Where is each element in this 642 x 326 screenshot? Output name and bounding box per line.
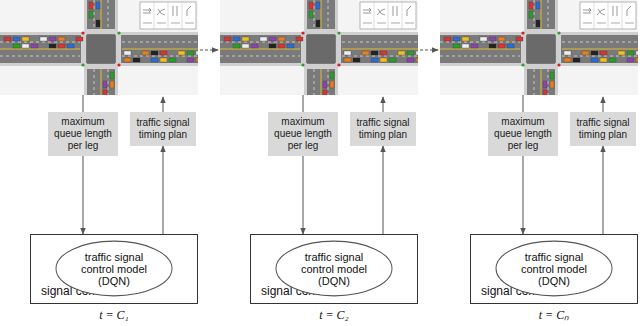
- output-label-box: traffic signal timing plan: [570, 112, 636, 146]
- input-label-box: maximum queue length per leg: [488, 112, 558, 156]
- action-line: [383, 97, 384, 112]
- time-step-arrow: [200, 50, 218, 51]
- flow-arrow: [603, 146, 604, 234]
- intersection-illustration: [440, 0, 642, 97]
- node-text: maximum queue length per leg: [272, 116, 334, 152]
- node-text: maximum queue length per leg: [492, 116, 554, 152]
- node-text: traffic signal control model (DQN): [295, 251, 373, 287]
- flow-arrow: [163, 146, 164, 234]
- observation-line: [523, 95, 524, 112]
- node-text: traffic signal timing plan: [354, 117, 412, 141]
- input-label-box: maximum queue length per leg: [268, 112, 338, 156]
- ellipse-shape: [496, 241, 612, 296]
- input-label-box: maximum queue length per leg: [48, 112, 118, 156]
- output-label-box: traffic signal timing plan: [350, 112, 416, 146]
- flow-arrow: [383, 146, 384, 234]
- node-text: traffic signal timing plan: [134, 117, 192, 141]
- model-ellipse: traffic signal control model (DQN): [495, 240, 613, 297]
- intersection-illustration: [0, 0, 203, 97]
- controller-box: signal controllertraffic signal control …: [470, 234, 638, 304]
- time-step-label: t = Cₙ: [539, 308, 569, 322]
- flow-arrow: [523, 156, 524, 234]
- observation-line: [83, 95, 84, 112]
- node-text: traffic signal control model (DQN): [75, 251, 153, 287]
- controller-box: signal controllertraffic signal control …: [30, 234, 198, 304]
- ellipse-shape: [56, 241, 172, 296]
- time-step-label: t = C₁: [99, 308, 129, 322]
- node-text: maximum queue length per leg: [52, 116, 114, 152]
- flow-arrow: [83, 156, 84, 234]
- time-step-label: t = C₂: [319, 308, 349, 322]
- observation-line: [303, 95, 304, 112]
- ellipse-shape: [276, 241, 392, 296]
- output-label-box: traffic signal timing plan: [130, 112, 196, 146]
- intersection-illustration: [220, 0, 423, 97]
- controller-box: signal controllertraffic signal control …: [250, 234, 418, 304]
- node-text: traffic signal control model (DQN): [515, 251, 593, 287]
- model-ellipse: traffic signal control model (DQN): [55, 240, 173, 297]
- model-ellipse: traffic signal control model (DQN): [275, 240, 393, 297]
- time-step-arrow: [420, 50, 438, 51]
- action-line: [163, 97, 164, 112]
- flow-arrow: [303, 156, 304, 234]
- action-line: [603, 97, 604, 112]
- node-text: traffic signal timing plan: [574, 117, 632, 141]
